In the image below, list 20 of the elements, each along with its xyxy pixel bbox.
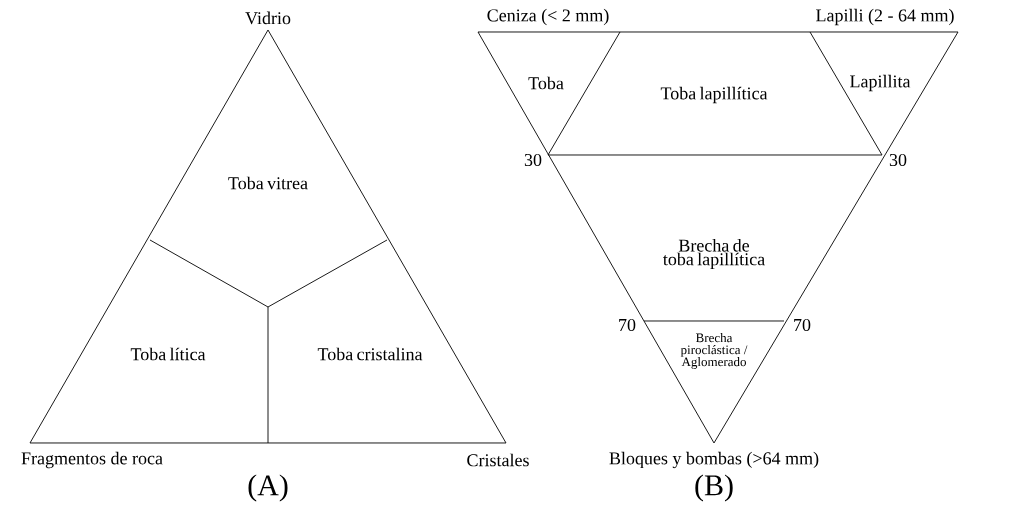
tick-label: 70 [794, 318, 811, 332]
tick-label: 30 [524, 153, 542, 167]
field-label: Lapillita [850, 74, 911, 92]
field-label: Toba lapillítica [660, 86, 768, 104]
vertex-label: Fragmentos de roca [21, 451, 163, 469]
field-label: Toba [528, 76, 564, 90]
panel-label: (A) [248, 474, 288, 502]
vertex-label: Lapilli (2 - 64 mm) [816, 8, 954, 26]
vertex-label: Cristales [467, 453, 529, 467]
tick-label: 70 [619, 318, 636, 332]
tick-label: 30 [889, 153, 907, 167]
field-label: Toba vitrea [228, 176, 308, 190]
field-label: Toba cristalina [317, 347, 423, 361]
vertex-label: Vidrio [245, 11, 291, 25]
field-label: Brecha de toba lapillítica [663, 238, 765, 269]
vertex-label: Bloques y bombas (>64 mm) [609, 451, 819, 469]
vertex-label: Ceniza (< 2 mm) [487, 8, 609, 26]
field-label: Brecha piroclástica / Aglomerado [680, 333, 748, 369]
field-label: Toba lítica [130, 347, 206, 361]
panel-label: (B) [695, 474, 733, 502]
